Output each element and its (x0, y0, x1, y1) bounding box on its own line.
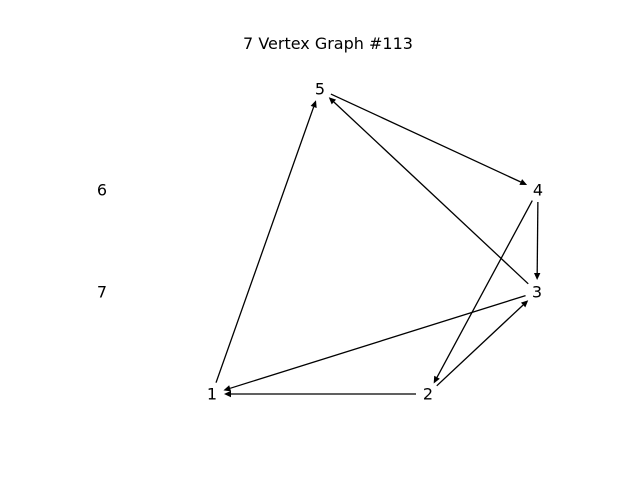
edge-line (229, 294, 526, 389)
arrowhead-icon (223, 385, 232, 392)
node-label-6: 6 (97, 181, 107, 200)
arrowhead-icon (328, 97, 337, 105)
node-label-7: 7 (97, 283, 107, 302)
node-label-3: 3 (532, 283, 542, 302)
edge-line (330, 93, 522, 183)
node-label-1: 1 (207, 385, 217, 404)
edge-line (436, 304, 524, 387)
edge-5-to-4 (330, 93, 528, 185)
edge-layer (215, 93, 541, 398)
arrowhead-icon (433, 375, 440, 384)
edge-4-to-2 (433, 200, 533, 384)
node-label-5: 5 (315, 80, 325, 99)
node-layer: 1 2 3 4 5 6 7 (97, 80, 543, 404)
edge-line (436, 200, 533, 378)
edge-2-to-1 (224, 390, 416, 398)
edge-2-to-3 (436, 300, 529, 387)
graph-title: 7 Vertex Graph #113 (243, 34, 413, 53)
node-label-2: 2 (423, 385, 433, 404)
edge-3-to-5 (328, 97, 529, 285)
arrowhead-icon (519, 179, 528, 185)
edge-3-to-1 (223, 294, 526, 392)
edge-line (536, 201, 539, 274)
arrowhead-icon (224, 390, 231, 398)
arrowhead-icon (520, 300, 529, 308)
edge-4-to-3 (533, 201, 541, 280)
node-label-4: 4 (533, 181, 543, 200)
edge-line (215, 106, 315, 383)
arrowhead-icon (533, 272, 541, 280)
arrowhead-icon (310, 100, 317, 108)
edge-line (333, 101, 529, 285)
edge-1-to-5 (215, 100, 317, 383)
